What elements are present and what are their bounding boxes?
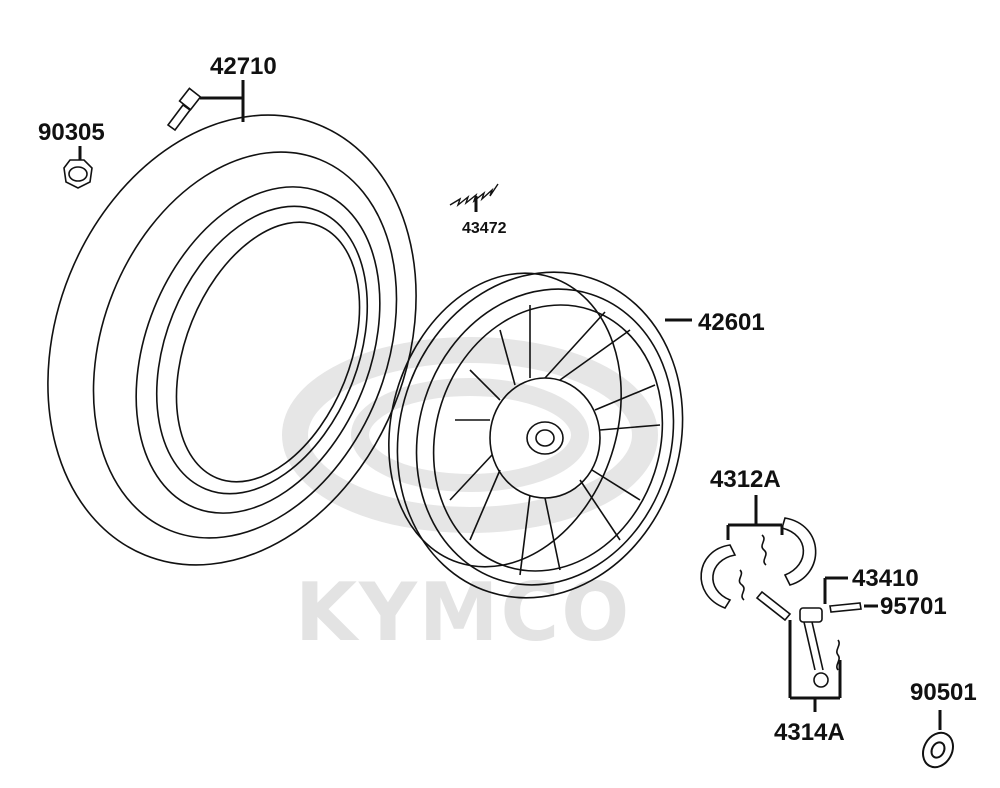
part-label-4312A: 4312A bbox=[710, 466, 781, 493]
watermark: KYMCO bbox=[282, 337, 658, 659]
spring-drawing bbox=[449, 183, 499, 208]
tire-drawing bbox=[47, 114, 417, 566]
part-label-4314A: 4314A bbox=[774, 719, 845, 746]
part-label-42710: 42710 bbox=[210, 53, 277, 80]
part-label-42601: 42601 bbox=[698, 309, 765, 336]
part-label-43410: 43410 bbox=[852, 565, 919, 592]
part-label-90305: 90305 bbox=[38, 119, 105, 146]
washer-drawing bbox=[922, 731, 954, 769]
part-label-90501: 90501 bbox=[910, 679, 977, 706]
watermark-brand: KYMCO bbox=[295, 566, 631, 659]
rim-drawing bbox=[388, 271, 684, 599]
brake-cam-lever-drawing bbox=[755, 590, 862, 688]
nut-drawing bbox=[63, 159, 93, 189]
leader-lines bbox=[78, 80, 942, 730]
part-label-43472: 43472 bbox=[462, 220, 507, 237]
part-label-95701: 95701 bbox=[880, 593, 947, 620]
brake-shoes-drawing bbox=[700, 517, 817, 609]
valve-stem-drawing bbox=[166, 87, 202, 132]
